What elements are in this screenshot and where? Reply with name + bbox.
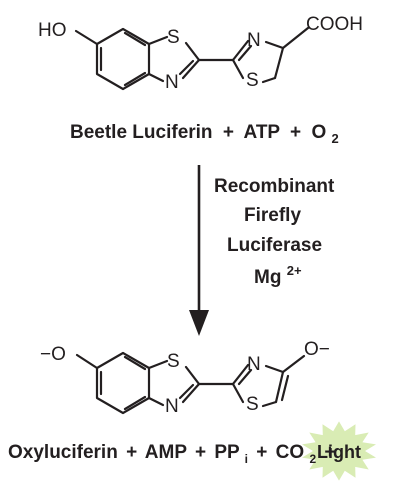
oxygen-label: O [311, 122, 326, 143]
carboxyl-label: COOH [306, 14, 363, 35]
ppi-subscript: i [245, 452, 248, 466]
ppi-label: PP [214, 442, 240, 463]
oxygen-subscript: 2 [332, 131, 339, 146]
light-label: Light [317, 442, 361, 462]
oxyluciferin-structure: −O S N N S O− [40, 339, 330, 417]
luciferin-name: Beetle Luciferin [70, 122, 213, 143]
bottom-thiazole-nitrogen: N [247, 354, 261, 375]
plus-sign: + [324, 442, 335, 463]
co2-label: CO [276, 442, 305, 463]
magnesium-label: Mg [254, 267, 281, 288]
reaction-conditions: Recombinant Firefly Luciferase Mg 2+ [214, 176, 335, 288]
condition-line-firefly: Firefly [244, 205, 301, 226]
condition-line-luciferase: Luciferase [227, 235, 322, 256]
bottom-benzothiazole-sulfur: S [167, 351, 180, 372]
oxyluciferin-benzene-ring [95, 351, 151, 415]
reaction-arrow [189, 165, 209, 336]
left-oxyanion-label: −O [40, 344, 66, 365]
plus-sign: + [195, 442, 206, 463]
plus-sign: + [290, 122, 301, 143]
luciferin-benzene-ring [95, 27, 151, 91]
hydroxyl-bond [74, 29, 99, 46]
products-equation: Oxyluciferin + AMP + PP i + CO 2 + [8, 442, 336, 468]
top-thiazoline-nitrogen: N [247, 30, 261, 51]
top-benzothiazole-nitrogen: N [165, 72, 179, 93]
plus-sign: + [223, 122, 234, 143]
plus-sign: + [126, 442, 137, 463]
top-benzothiazole-sulfur: S [167, 27, 180, 48]
reactants-equation: Beetle Luciferin + ATP + O 2 [70, 122, 339, 146]
bottom-benzothiazole-nitrogen: N [165, 396, 179, 417]
plus-sign: + [256, 442, 267, 463]
right-oxyanion-bond [281, 354, 306, 374]
co2-subscript: 2 [309, 452, 316, 466]
bottom-thiazole-sulfur: S [246, 394, 259, 415]
right-oxyanion-label: O− [304, 339, 330, 360]
amp-label: AMP [145, 442, 188, 463]
oxyluciferin-name: Oxyluciferin [8, 442, 118, 463]
atp-label: ATP [244, 122, 281, 143]
left-oxyanion-bond [75, 353, 99, 370]
carboxyl-bond [281, 26, 310, 50]
light-burst-shape [302, 421, 376, 481]
top-thiazoline-sulfur: S [246, 70, 259, 91]
magnesium-charge: 2+ [287, 263, 302, 278]
magnesium-cofactor: Mg 2+ [254, 263, 302, 288]
hydroxyl-label: HO [38, 20, 67, 41]
condition-line-recombinant: Recombinant [214, 176, 335, 197]
luciferin-structure: HO S N N S COOH [38, 14, 363, 93]
